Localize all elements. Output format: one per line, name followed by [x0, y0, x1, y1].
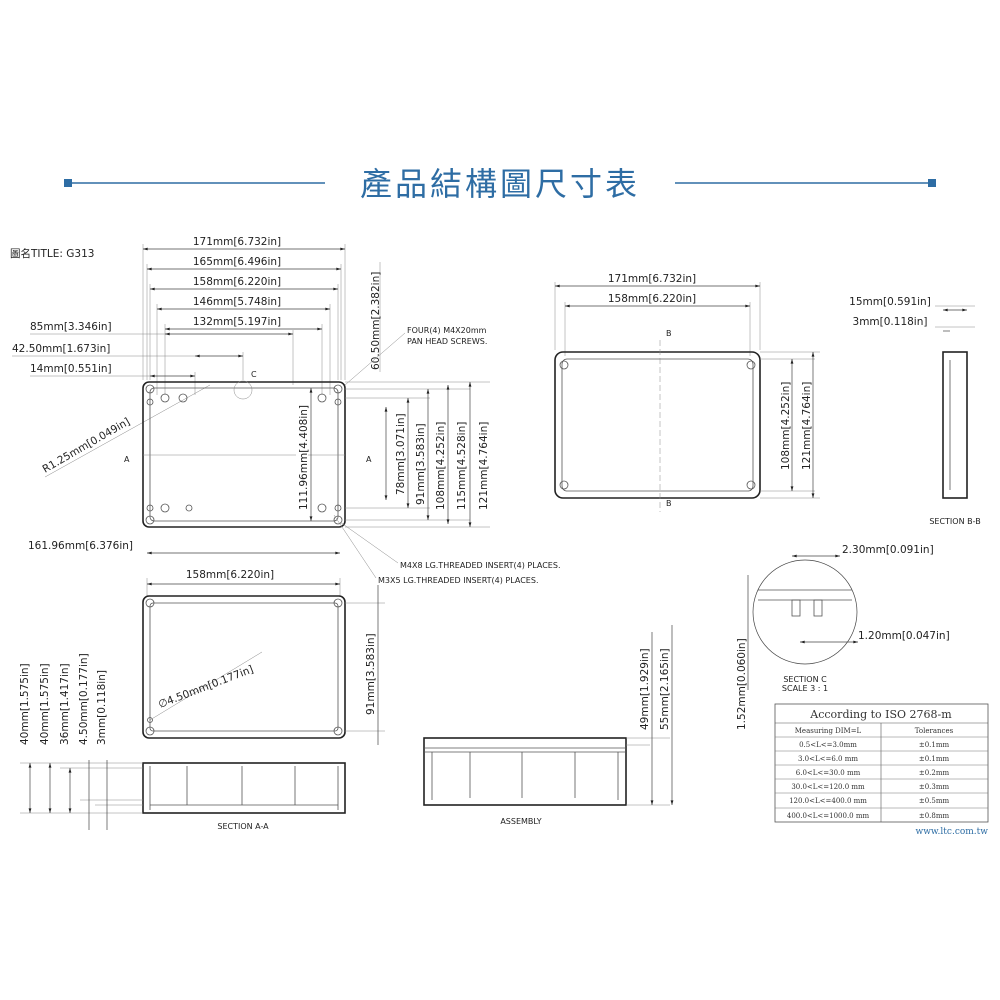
- table-cell: ±0.8mm: [919, 812, 950, 820]
- dim-bb-15mm: 15mm[0.591in]: [849, 296, 931, 308]
- label-a-left: A: [124, 455, 130, 464]
- dim-161-96mm: 161.96mm[6.376in]: [28, 540, 133, 552]
- assembly-outline: [423, 737, 627, 806]
- section-b-b-outline: [942, 351, 968, 499]
- section-b-b: 15mm[0.591in] 3mm[0.118in] SECTION B-B: [849, 296, 981, 526]
- section-a-a-label: SECTION A-A: [217, 822, 269, 831]
- dim-146mm: 146mm[5.748in]: [193, 296, 281, 308]
- dim-60-50mm: 60.50mm[2.382in]: [370, 272, 382, 370]
- lid-view: 171mm[6.732in] 158mm[6.220in] B B 108mm[…: [554, 273, 820, 512]
- dim-hole: ∅4.50mm[0.177in]: [157, 663, 255, 710]
- dim-aa-40mm-1: 40mm[1.575in]: [19, 663, 31, 745]
- table-cell: 0.5<L<=3.0mm: [799, 741, 857, 749]
- dim-bb-3mm: 3mm[0.118in]: [853, 316, 928, 328]
- dim-49mm: 49mm[1.929in]: [639, 648, 651, 730]
- dim-165mm: 165mm[6.496in]: [193, 256, 281, 268]
- table-cell: 6.0<L<=30.0 mm: [796, 769, 861, 777]
- table-cell: 400.0<L<=1000.0 mm: [787, 812, 870, 820]
- assembly-label: ASSEMBLY: [500, 817, 541, 826]
- dim-111-96mm: 111.96mm[4.408in]: [298, 405, 310, 510]
- dim-radius: R1.25mm[0.049in]: [41, 416, 133, 476]
- section-a-a-outline: [142, 762, 346, 814]
- bottom-view: 158mm[6.220in] ∅4.50mm[0.177in] 91mm[3.5…: [142, 569, 385, 745]
- page-header: 產品結構圖尺寸表: [64, 165, 936, 203]
- section-c-label: SECTION C: [783, 675, 827, 684]
- note-insert-m4: M4X8 LG.THREADED INSERT(4) PLACES.: [400, 561, 560, 570]
- section-c-circle: [752, 559, 858, 665]
- table-cell: 120.0<L<=400.0 mm: [789, 797, 867, 805]
- table-title: According to ISO 2768-m: [809, 708, 952, 721]
- header-left-square: [64, 179, 72, 187]
- dim-121mm: 121mm[4.764in]: [478, 422, 490, 510]
- dim-c-1-52mm: 1.52mm[0.060in]: [736, 638, 748, 730]
- dim-42-50mm: 42.50mm[1.673in]: [12, 343, 110, 355]
- website-link[interactable]: www.ltc.com.tw: [916, 827, 989, 837]
- section-c-scale: SCALE 3 : 1: [782, 684, 828, 693]
- note-screws-1: FOUR(4) M4X20mm: [407, 326, 487, 335]
- dim-bottom-158mm: 158mm[6.220in]: [186, 569, 274, 581]
- header-right-square: [928, 179, 936, 187]
- section-a-a: 40mm[1.575in] 40mm[1.575in] 36mm[1.417in…: [19, 653, 346, 831]
- page-title: 產品結構圖尺寸表: [360, 165, 640, 203]
- dim-14mm: 14mm[0.551in]: [30, 363, 112, 375]
- dim-aa-40mm-2: 40mm[1.575in]: [39, 663, 51, 745]
- dim-lid-108mm: 108mm[4.252in]: [780, 382, 792, 470]
- section-c: 2.30mm[0.091in] 1.20mm[0.047in] 1.52mm[0…: [736, 544, 950, 730]
- dim-108mm: 108mm[4.252in]: [435, 422, 447, 510]
- table-cell: 30.0<L<=120.0 mm: [791, 783, 865, 791]
- dim-aa-4-50mm: 4.50mm[0.177in]: [78, 653, 90, 745]
- table-cell: ±0.1mm: [919, 741, 950, 749]
- label-b-bottom: B: [666, 499, 672, 508]
- section-b-b-label: SECTION B-B: [929, 517, 980, 526]
- dim-lid-121mm: 121mm[4.764in]: [801, 382, 813, 470]
- dim-aa-3mm: 3mm[0.118in]: [96, 670, 108, 745]
- dim-91mm: 91mm[3.583in]: [415, 423, 427, 505]
- table-cell: ±0.1mm: [919, 755, 950, 763]
- tolerance-table: According to ISO 2768-m Measuring DIM=L …: [774, 703, 989, 837]
- dim-bottom-91mm: 91mm[3.583in]: [365, 633, 377, 715]
- dim-85mm: 85mm[3.346in]: [30, 321, 112, 333]
- label-c: C: [251, 370, 257, 379]
- table-header-tol: Tolerances: [915, 727, 954, 735]
- table-cell: ±0.3mm: [919, 783, 950, 791]
- dim-171mm: 171mm[6.732in]: [193, 236, 281, 248]
- enclosure-top-outline: [142, 381, 346, 528]
- dim-158mm: 158mm[6.220in]: [193, 276, 281, 288]
- note-screws-2: PAN HEAD SCREWS.: [407, 337, 487, 346]
- dim-c-2-30mm: 2.30mm[0.091in]: [842, 544, 934, 556]
- enclosure-bottom-outline: [142, 595, 346, 739]
- dim-55mm: 55mm[2.165in]: [659, 648, 671, 730]
- assembly-view: 49mm[1.929in] 55mm[2.165in] ASSEMBLY: [423, 625, 674, 826]
- label-b-top: B: [666, 329, 672, 338]
- note-insert-m3: M3X5 LG.THREADED INSERT(4) PLACES.: [378, 576, 538, 585]
- dim-lid-171mm: 171mm[6.732in]: [608, 273, 696, 285]
- table-header-dim: Measuring DIM=L: [795, 727, 862, 735]
- dim-132mm: 132mm[5.197in]: [193, 316, 281, 328]
- table-cell: ±0.5mm: [919, 797, 950, 805]
- table-cell: 3.0<L<=6.0 mm: [798, 755, 858, 763]
- label-a-right: A: [366, 455, 372, 464]
- lid-outline: [554, 351, 761, 499]
- table-cell: ±0.2mm: [919, 769, 950, 777]
- top-view: 171mm[6.732in] 165mm[6.496in] 158mm[6.22…: [12, 236, 560, 585]
- dim-lid-158mm: 158mm[6.220in]: [608, 293, 696, 305]
- dim-115mm: 115mm[4.528in]: [456, 422, 468, 510]
- drawing-title: 圖名TITLE: G313: [10, 247, 94, 260]
- dim-aa-36mm: 36mm[1.417in]: [59, 663, 71, 745]
- dim-78mm: 78mm[3.071in]: [395, 413, 407, 495]
- dim-c-1-20mm: 1.20mm[0.047in]: [858, 630, 950, 642]
